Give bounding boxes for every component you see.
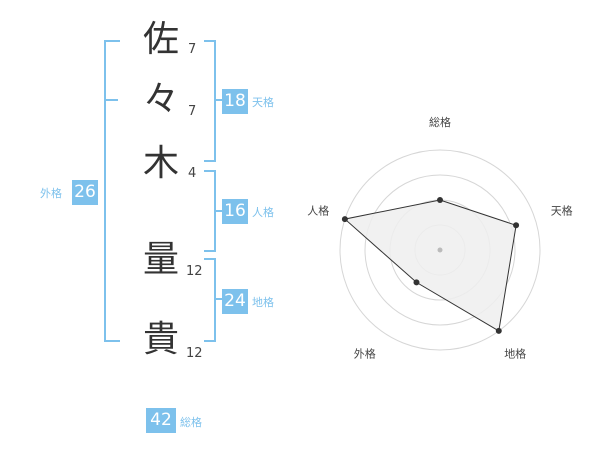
radar-point <box>341 216 348 223</box>
chikaku-value: 24 <box>222 289 248 314</box>
name-char-4: 量 <box>142 239 179 280</box>
radar-center-dot <box>437 247 443 253</box>
radar-axis-label: 人格 <box>307 203 329 217</box>
radar-point <box>437 197 443 203</box>
jinkaku-value: 16 <box>222 199 248 224</box>
stroke-count-2: 7 <box>188 104 197 119</box>
tenkaku-bracket <box>204 40 216 162</box>
gaikaku-bracket-tick <box>104 99 118 101</box>
radar-ring <box>339 149 541 351</box>
radar-axis-label: 総格 <box>429 115 451 129</box>
gaikaku-bracket <box>104 40 120 342</box>
jinkaku-bracket-tick <box>214 210 222 212</box>
radar-axis-label: 外格 <box>354 347 376 361</box>
jinkaku-label: 人格 <box>252 206 274 219</box>
stroke-count-1: 7 <box>188 42 197 57</box>
soukaku-label: 総格 <box>180 416 202 429</box>
tenkaku-value: 18 <box>222 89 248 114</box>
stroke-count-3: 4 <box>188 166 197 181</box>
radar-axis-label: 地格 <box>504 347 526 361</box>
chikaku-bracket-tick <box>214 298 222 300</box>
chikaku-bracket <box>204 258 216 342</box>
radar-ring <box>364 174 516 326</box>
tenkaku-bracket-tick <box>214 99 222 101</box>
name-char-5: 貴 <box>142 319 179 360</box>
gaikaku-label: 外格 <box>40 187 62 200</box>
stroke-count-4: 12 <box>186 264 203 279</box>
radar-point <box>413 279 420 286</box>
name-char-3: 木 <box>142 143 179 184</box>
radar-area <box>343 199 517 332</box>
tenkaku-label: 天格 <box>252 96 274 109</box>
radar-axis-label: 天格 <box>551 203 573 217</box>
radar-point <box>513 222 520 229</box>
chikaku-label: 地格 <box>252 296 274 309</box>
radar-point <box>495 327 502 334</box>
name-char-2: 々 <box>142 79 179 120</box>
stroke-count-5: 12 <box>186 346 203 361</box>
soukaku-value: 42 <box>146 408 176 433</box>
name-char-1: 佐 <box>142 19 179 60</box>
gaikaku-value: 26 <box>72 180 98 205</box>
